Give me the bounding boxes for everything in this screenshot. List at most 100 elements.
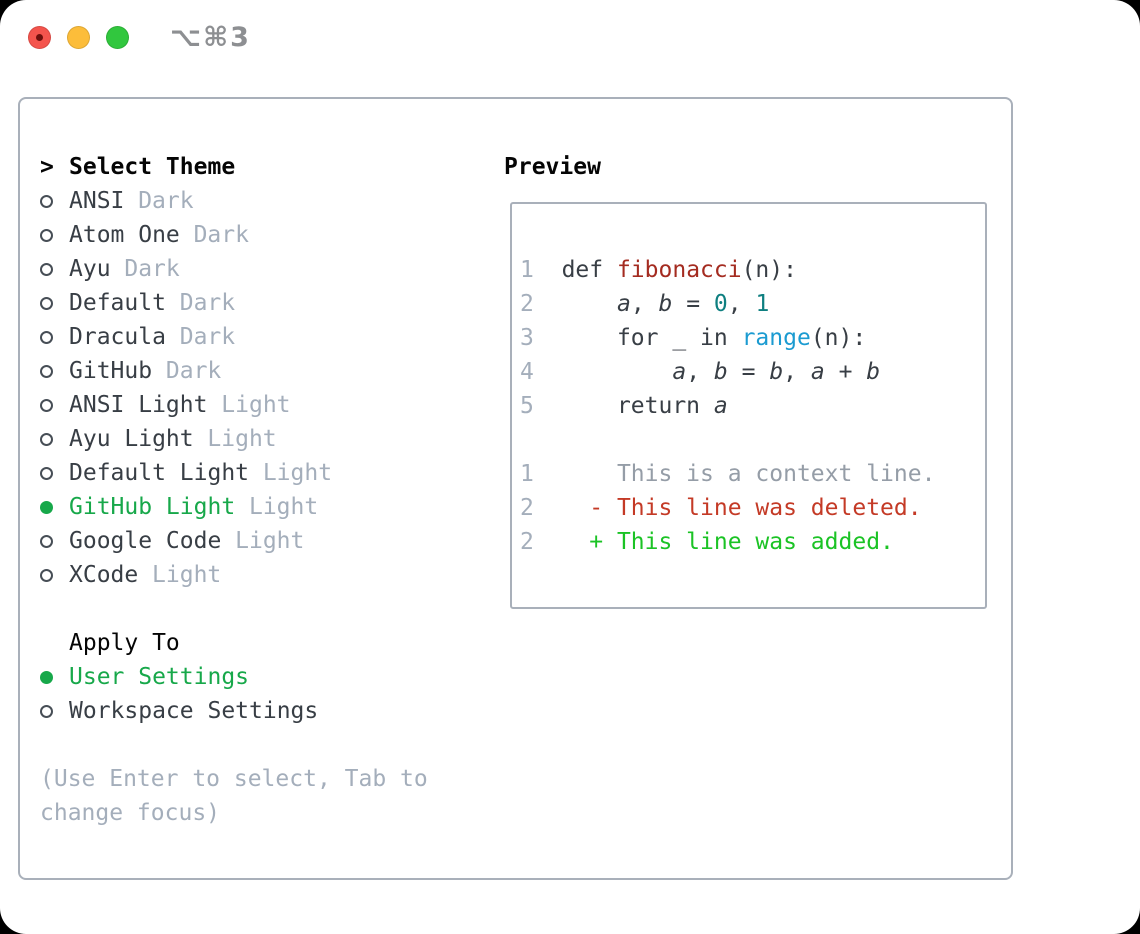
- theme-variant-badge: Dark: [179, 324, 236, 350]
- option-name: Default: [69, 290, 166, 316]
- apply-to-option[interactable]: Workspace Settings: [40, 694, 428, 728]
- blank-line: [520, 423, 985, 457]
- option-name: Default Light: [69, 460, 250, 486]
- radio-circle: [40, 534, 53, 548]
- apply-to-option[interactable]: User Settings: [40, 660, 428, 694]
- code-line: 5 return a: [520, 393, 728, 419]
- theme-variant-badge: Dark: [179, 290, 236, 316]
- theme-variant-badge: Light: [262, 460, 333, 486]
- option-name: Workspace Settings: [69, 698, 319, 724]
- radio-circle: [40, 330, 53, 344]
- option-name: ANSI Light: [69, 392, 208, 418]
- titlebar: ⌥⌘3: [0, 0, 1140, 74]
- code-line: 3 for _ in range(n):: [520, 325, 867, 351]
- theme-option[interactable]: Default Light Light: [40, 456, 428, 490]
- option-name: Atom One: [69, 222, 180, 248]
- option-name: GitHub Light: [69, 494, 236, 520]
- window-shortcut-label: ⌥⌘3: [170, 21, 251, 53]
- radio-icon: [40, 296, 69, 310]
- option-name: Google Code: [69, 528, 222, 554]
- option-name: ANSI: [69, 188, 125, 214]
- radio-circle: [40, 262, 53, 276]
- radio-circle: [40, 670, 53, 684]
- theme-variant-badge: Dark: [193, 222, 249, 248]
- theme-variant-badge: Light: [221, 392, 291, 418]
- theme-variant-badge: Light: [248, 494, 319, 520]
- hint-text: (Use Enter to select, Tab to change focu…: [40, 762, 428, 830]
- radio-circle: [40, 568, 53, 582]
- cursor-marker: >: [40, 154, 54, 180]
- code-line: 1 def fibonacci(n):: [520, 257, 797, 283]
- spacer: [40, 728, 428, 762]
- theme-variant-badge: Light: [235, 528, 305, 554]
- option-name: GitHub: [69, 358, 153, 384]
- theme-option[interactable]: GitHub Dark: [40, 354, 428, 388]
- theme-option[interactable]: XCode Light: [40, 558, 428, 592]
- spacer: [40, 592, 428, 626]
- theme-option[interactable]: Google Code Light: [40, 524, 428, 558]
- option-name: Dracula: [69, 324, 166, 350]
- theme-option[interactable]: Default Dark: [40, 286, 428, 320]
- radio-icon: [40, 398, 69, 412]
- theme-option[interactable]: Atom One Dark: [40, 218, 428, 252]
- diff-line: 2 + This line was added.: [520, 529, 894, 555]
- option-name: User Settings: [69, 664, 250, 690]
- radio-circle: [40, 364, 53, 378]
- hint-line-1: (Use Enter to select, Tab to: [40, 766, 428, 792]
- radio-circle: [40, 466, 53, 480]
- diff-line: 2 - This line was deleted.: [520, 495, 922, 521]
- diff-line: 1 This is a context line.: [520, 461, 936, 487]
- radio-icon: [40, 262, 69, 276]
- radio-icon: [40, 228, 69, 242]
- radio-circle: [40, 296, 53, 310]
- radio-circle: [40, 398, 53, 412]
- radio-icon: [40, 568, 69, 582]
- code-preview: 1 def fibonacci(n): 2 a, b = 0, 1 3 for _ …: [510, 202, 987, 609]
- radio-icon: [40, 704, 69, 718]
- minimize-button[interactable]: [67, 25, 90, 49]
- hint-line-2: change focus): [40, 800, 221, 826]
- radio-icon: [40, 364, 69, 378]
- select-theme-header: > Select Theme: [40, 150, 428, 184]
- close-button[interactable]: [28, 25, 51, 49]
- radio-icon: [40, 330, 69, 344]
- theme-variant-badge: Light: [207, 426, 277, 452]
- theme-option[interactable]: ANSI Dark: [40, 184, 428, 218]
- theme-variant-badge: Dark: [138, 188, 194, 214]
- theme-variant-badge: Light: [152, 562, 222, 588]
- option-name: XCode: [69, 562, 139, 588]
- radio-circle: [40, 704, 53, 718]
- close-dot-icon: [36, 33, 43, 41]
- apply-to-header: Apply To: [40, 626, 428, 660]
- theme-option[interactable]: GitHub Light Light: [40, 490, 428, 524]
- code-line: 2 a, b = 0, 1: [520, 291, 770, 317]
- radio-icon: [40, 432, 69, 446]
- apply-to-label: Apply To: [69, 630, 180, 656]
- theme-variant-badge: Dark: [124, 256, 180, 282]
- code-line: 4 a, b = b, a + b: [520, 359, 881, 385]
- preview-column: Preview 1 def fibonacci(n): 2 a, b = 0, 1…: [504, 150, 987, 609]
- radio-selected-icon: [40, 670, 69, 684]
- theme-variant-badge: Dark: [165, 358, 222, 384]
- radio-icon: [40, 534, 69, 548]
- theme-option[interactable]: Dracula Dark: [40, 320, 428, 354]
- radio-circle: [40, 432, 53, 446]
- preview-title: Preview: [504, 154, 601, 180]
- theme-option[interactable]: Ayu Dark: [40, 252, 428, 286]
- option-name: Ayu: [69, 256, 111, 282]
- option-name: Ayu Light: [69, 426, 194, 452]
- radio-icon: [40, 194, 69, 208]
- radio-circle: [40, 228, 53, 242]
- theme-option[interactable]: ANSI Light Light: [40, 388, 428, 422]
- theme-option[interactable]: Ayu Light Light: [40, 422, 428, 456]
- select-theme-label: Select Theme: [69, 154, 236, 180]
- radio-circle: [40, 194, 53, 208]
- radio-icon: [40, 466, 69, 480]
- radio-circle: [40, 500, 53, 514]
- zoom-button[interactable]: [106, 25, 129, 49]
